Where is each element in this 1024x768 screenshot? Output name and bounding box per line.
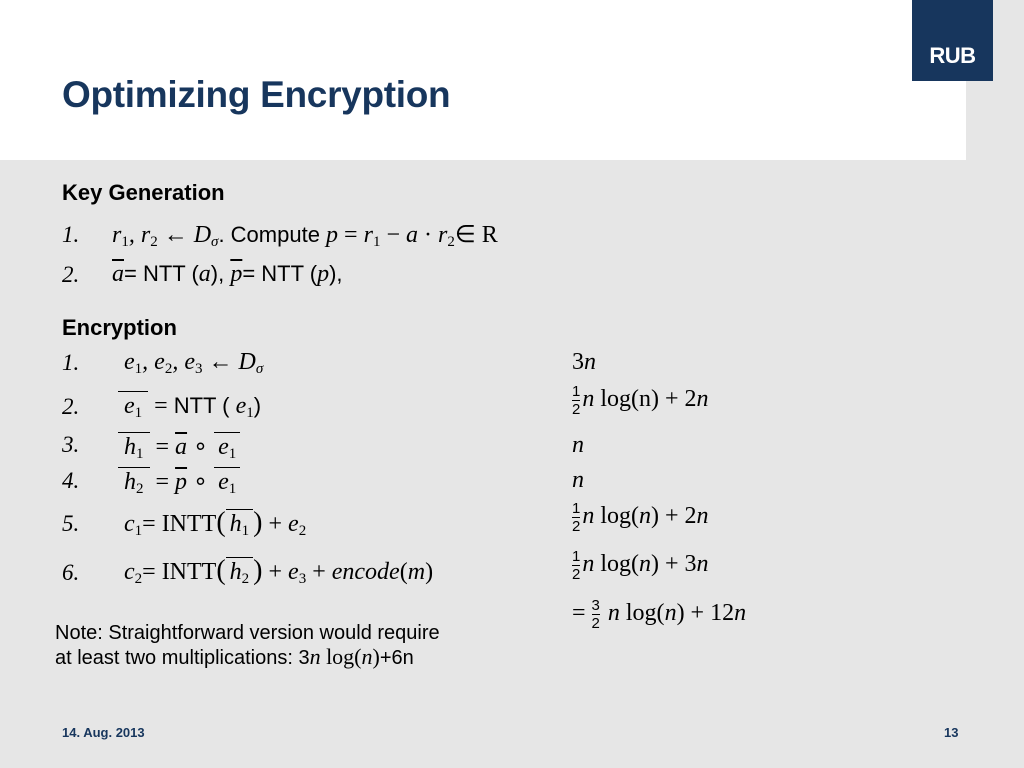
enc-step-number: 4. bbox=[62, 468, 80, 493]
enc-step-number: 5. bbox=[62, 511, 80, 536]
keygen-heading: Key Generation bbox=[62, 180, 225, 205]
note-line-2: at least two multiplications: 3n log(n)+… bbox=[55, 644, 414, 670]
logo-text: RUB bbox=[929, 43, 976, 68]
keygen-step-number: 1. bbox=[62, 222, 80, 247]
enc-step-number: 2. bbox=[62, 394, 80, 419]
keygen-step-1: r1, r2 ← Dσ. Compute p = r1 − a · r2∈ R bbox=[112, 222, 498, 250]
enc-step-number: 1. bbox=[62, 350, 80, 375]
enc-step-4-expr: h2 = p ∘ e1 bbox=[118, 467, 241, 498]
enc-step-5-expr: c1= INTT(h1) + e2 bbox=[124, 507, 307, 539]
note-text: Note: Straightforward version would requ… bbox=[55, 621, 440, 670]
keygen-step-number: 2. bbox=[62, 262, 80, 287]
enc-step-number: 6. bbox=[62, 560, 80, 585]
keygen-step-2: a= NTT (a), p= NTT (p), bbox=[112, 261, 343, 287]
enc-step-2-expr: e1 = NTT ( e1) bbox=[118, 391, 261, 422]
footer-date: 14. Aug. 2013 bbox=[62, 725, 145, 740]
enc-step-6-expr: c2= INTT(h2) + e3 + encode(m) bbox=[124, 555, 434, 587]
enc-step-3-expr: h1 = a ∘ e1 bbox=[118, 432, 241, 463]
rub-logo: RUB bbox=[912, 0, 993, 81]
page-number: 13 bbox=[944, 725, 959, 740]
enc-step-3-cost: n bbox=[572, 432, 584, 458]
enc-step-number: 3. bbox=[62, 432, 80, 457]
note-line-1: Note: Straightforward version would requ… bbox=[55, 622, 440, 644]
enc-step-1-cost: 3n bbox=[572, 349, 596, 375]
slide-title: Optimizing Encryption bbox=[62, 74, 451, 115]
enc-step-1-expr: e1, e2, e3 ← Dσ bbox=[124, 349, 264, 377]
enc-step-4-cost: n bbox=[572, 467, 584, 493]
encryption-heading: Encryption bbox=[62, 315, 177, 340]
slide-header bbox=[0, 0, 966, 160]
